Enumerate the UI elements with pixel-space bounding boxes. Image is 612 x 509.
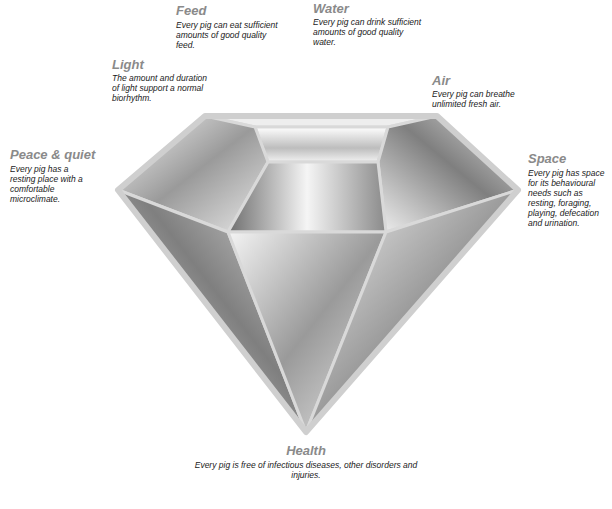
welfare-description: Every pig can drink sufficient amounts o… — [313, 17, 425, 47]
welfare-heading: Feed — [176, 4, 306, 18]
diamond-facets — [118, 116, 518, 432]
welfare-heading: Water — [313, 2, 443, 16]
welfare-description: Every pig is free of infectious diseases… — [181, 460, 431, 480]
welfare-heading: Air — [432, 74, 552, 88]
diamond-outline — [118, 116, 518, 432]
welfare-heading: Space — [528, 152, 606, 166]
welfare-heading: Health — [206, 444, 406, 458]
welfare-heading: Light — [112, 58, 232, 72]
welfare-description: Every pig can breathe unlimited fresh ai… — [432, 89, 544, 109]
welfare-description: Every pig has space for its behavioural … — [528, 168, 606, 228]
welfare-description: The amount and duration of light support… — [112, 73, 214, 103]
welfare-heading: Peace & quiet — [10, 148, 120, 162]
welfare-description: Every pig has a resting place with a com… — [10, 164, 94, 204]
welfare-description: Every pig can eat sufficient amounts of … — [176, 20, 286, 50]
